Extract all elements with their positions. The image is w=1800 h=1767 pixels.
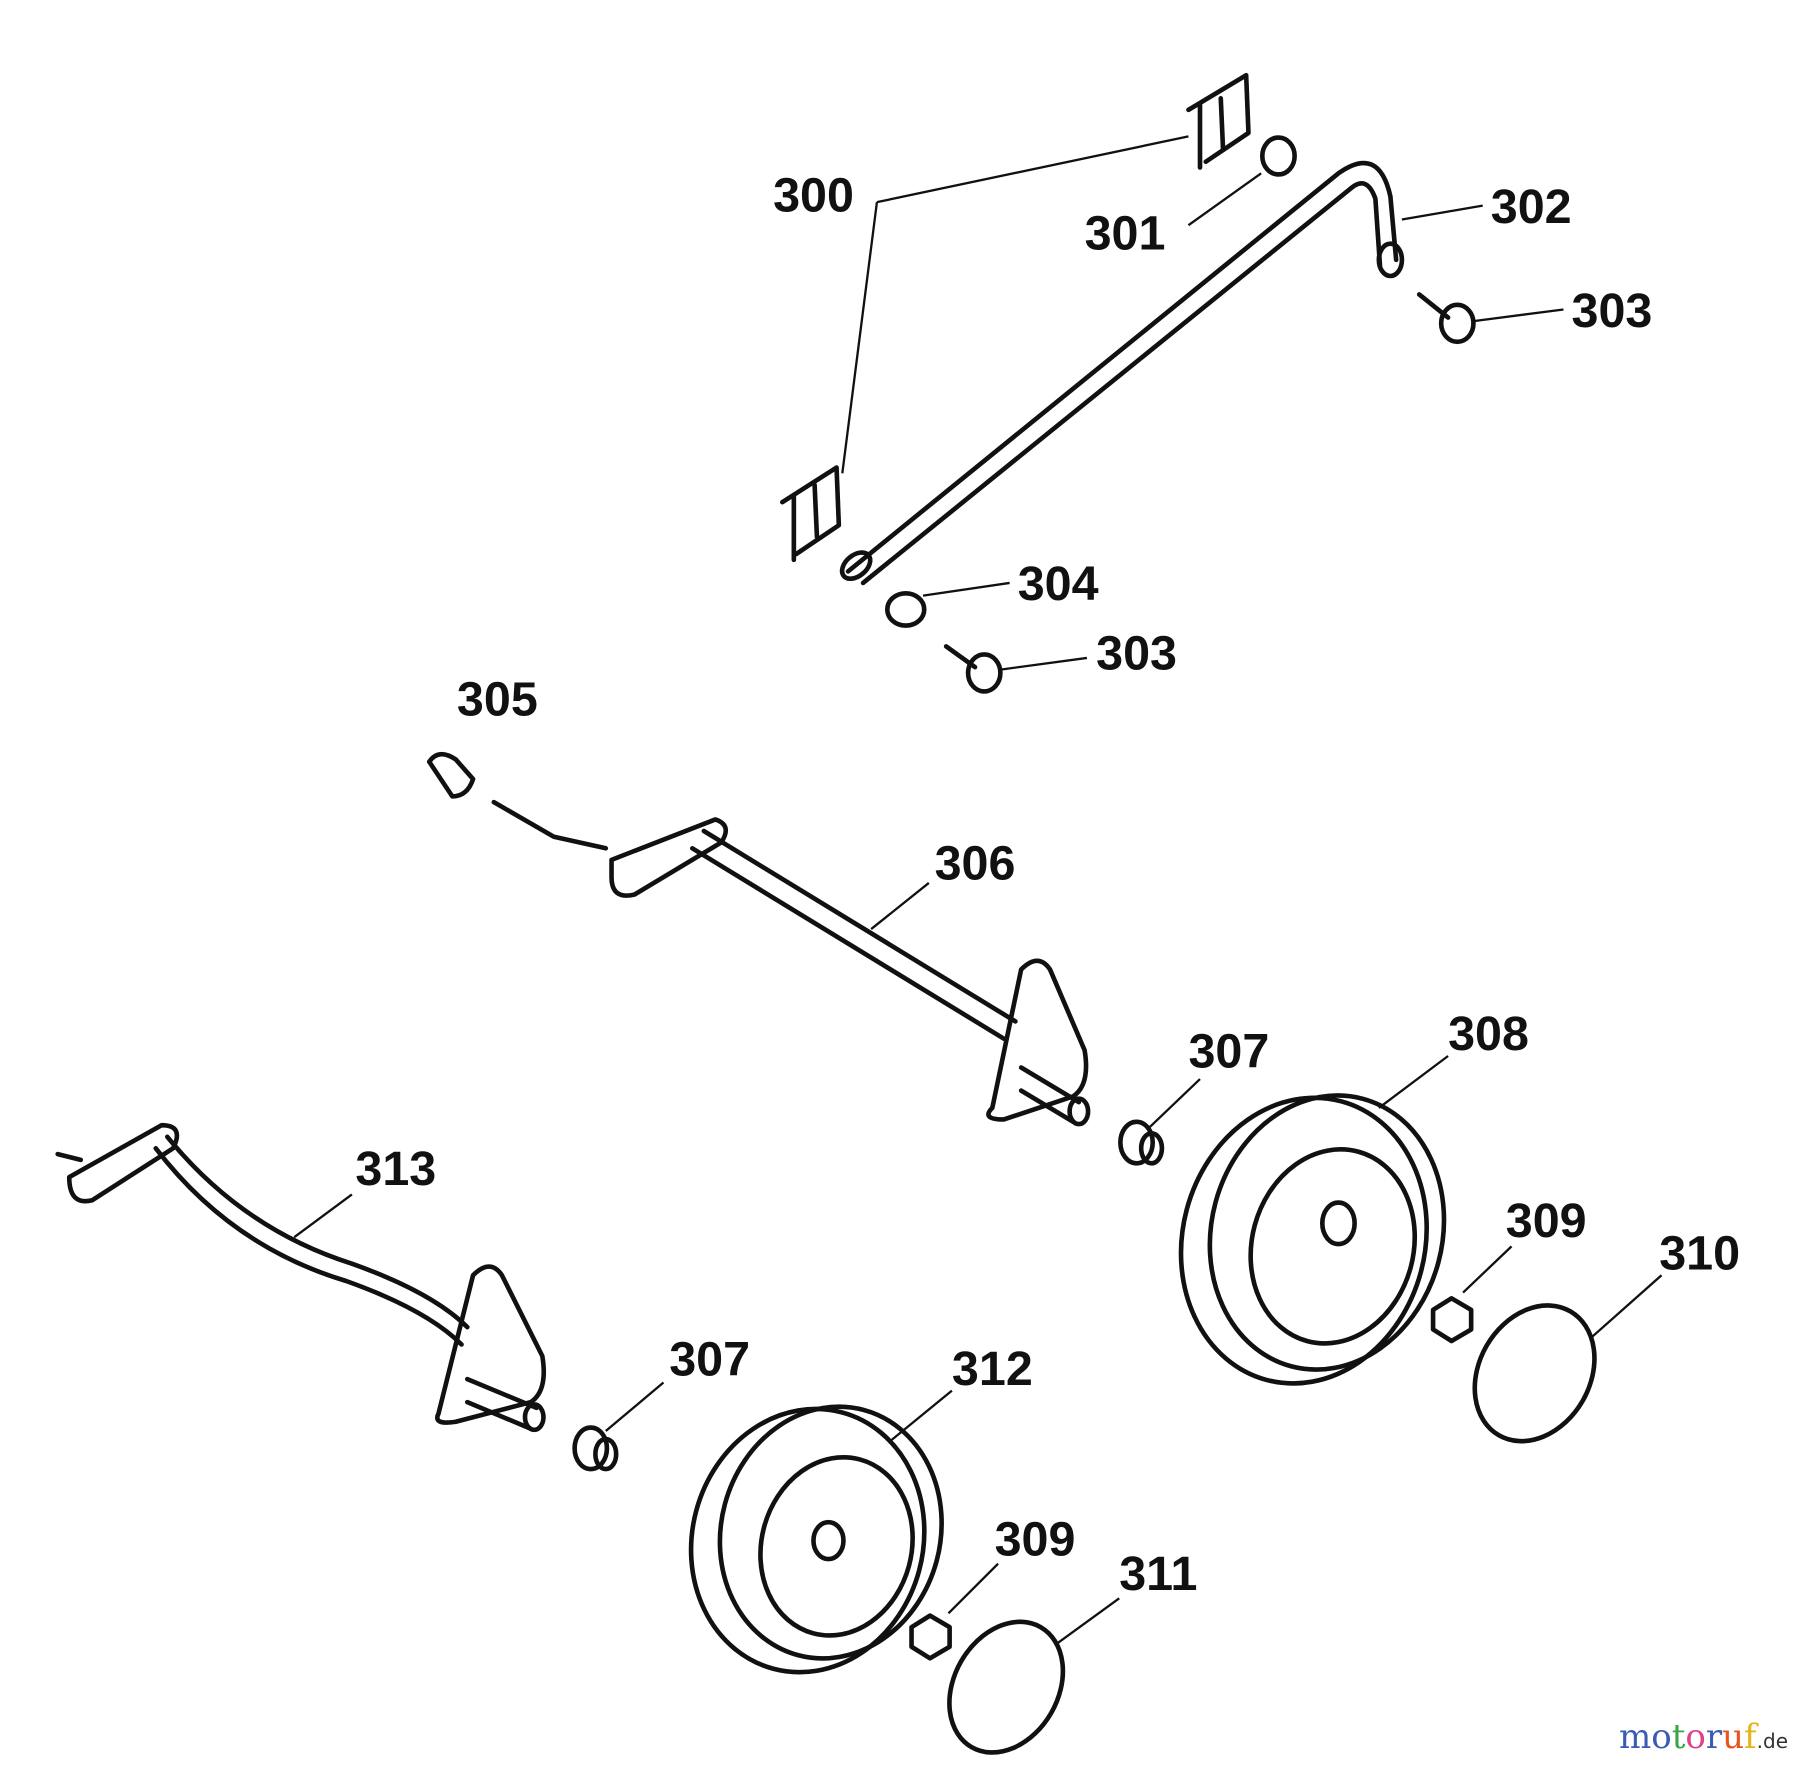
label-305: 305 [457,673,538,727]
label-307: 307 [1188,1025,1269,1079]
washer-304 [885,591,927,628]
handle-bar-part [839,160,1405,586]
label-301: 301 [1085,206,1166,260]
label-312: 312 [952,1342,1033,1396]
label-302: 302 [1491,180,1572,234]
watermark-suffix: .de [1756,1729,1788,1753]
bolt-303 [1416,292,1476,345]
nut-309-lower [909,1613,952,1661]
label-310: 310 [1659,1226,1740,1280]
watermark-letter: t [1671,1717,1686,1757]
washer-301 [1259,135,1297,177]
watermark-letter: o [1685,1717,1706,1757]
wheel-308 [1178,1093,1447,1386]
spacer-307 [1118,1119,1165,1166]
watermark-letter: f [1744,1717,1757,1757]
label-304: 304 [1018,557,1099,611]
label-300: 300 [773,168,854,222]
clip-part [780,72,1251,563]
wheel-312 [688,1404,944,1675]
label-307-lower: 307 [669,1333,750,1387]
cap-311 [947,1619,1066,1755]
watermark-letter: o [1651,1717,1672,1757]
cap-305 [426,751,609,851]
nut-309 [1430,1295,1474,1344]
bolt-303-lower [943,644,1003,694]
leader-lines [293,135,1663,1646]
watermark-logo: motoruf.de [1619,1717,1788,1757]
cap-310 [1472,1303,1597,1444]
watermark-letter: u [1722,1717,1745,1757]
label-309-lower: 309 [995,1513,1076,1567]
spacer-307-lower [572,1425,619,1472]
label-313: 313 [355,1142,436,1196]
watermark-text: motoruf [1619,1717,1757,1757]
label-303-lower: 303 [1096,626,1177,680]
label-306: 306 [935,836,1016,890]
axle-313 [55,1122,547,1433]
watermark-letter: m [1618,1717,1652,1757]
label-303: 303 [1572,284,1653,338]
watermark-letter: r [1705,1717,1723,1757]
label-308: 308 [1448,1007,1529,1061]
label-309: 309 [1506,1194,1587,1248]
axle-306 [609,817,1091,1127]
label-311: 311 [1119,1547,1197,1601]
